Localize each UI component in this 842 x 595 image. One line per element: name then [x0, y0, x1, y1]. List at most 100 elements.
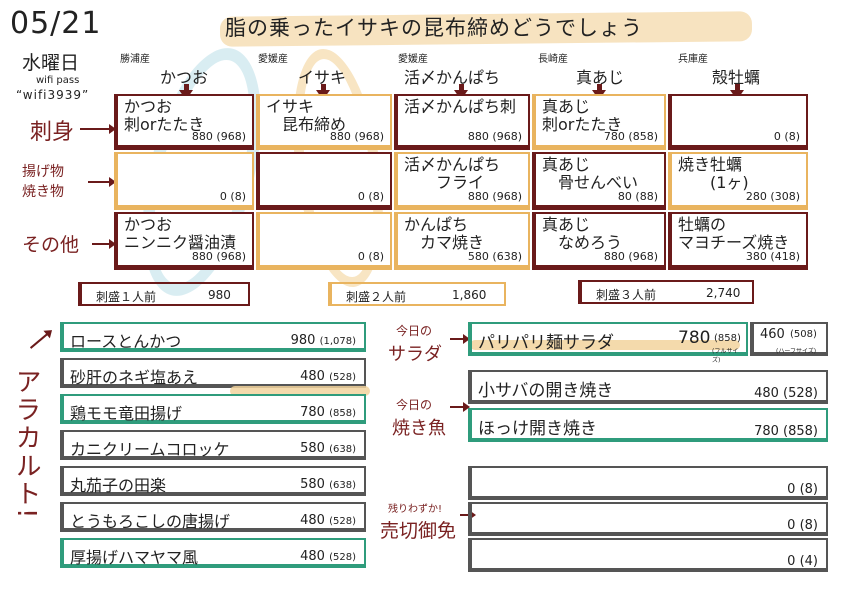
item-name: かつお ニンニク醤油漬	[124, 215, 237, 252]
item-price: 460	[760, 327, 785, 342]
menu-cell: 真あじ なめろう 880 (968)	[532, 212, 666, 270]
item-name: カニクリームコロッケ	[70, 440, 230, 459]
item-name: 焼き牡蠣 (1ヶ)	[678, 155, 749, 192]
item-name: 鶏モモ竜田揚げ	[70, 404, 183, 423]
item-name: パリパリ麺サラダ	[478, 333, 614, 353]
item-price: 0 (8)	[357, 250, 384, 263]
item-price: 480	[300, 549, 325, 564]
item-name: とうもろこしの唐揚げ	[70, 512, 231, 531]
fish-name: 殻牡蠣	[712, 68, 761, 87]
right-arrow-icon	[88, 177, 116, 187]
menu-cell: 0 (8)	[256, 152, 392, 210]
item-price: 780 (858)	[754, 424, 818, 439]
sold-out-item: 0 (8)	[468, 502, 828, 536]
item-price: 880 (968)	[467, 130, 522, 143]
origin-label: 勝浦産	[120, 54, 150, 65]
item-price: 0 (8)	[787, 518, 818, 533]
menu-cell: 真あじ 骨せんべい 80 (88)	[532, 152, 666, 210]
item-price: 880 (968)	[467, 190, 522, 203]
menu-cell: 0 (8)	[668, 94, 808, 150]
moriawase-price: 2,740	[706, 286, 741, 300]
item-price: 980	[290, 333, 316, 348]
alacarte-item: 鶏モモ竜田揚げ 780 (858)	[60, 394, 366, 424]
day-of-week: 水曜日	[22, 52, 80, 74]
brush-decoration	[470, 340, 740, 350]
item-name: 真あじ 刺orたたき	[542, 97, 623, 134]
alacarte-item: とうもろこしの唐揚げ 480 (528)	[60, 502, 366, 532]
item-price: 780	[300, 405, 325, 420]
salad-label: サラダ	[388, 344, 442, 365]
alacarte-item: カニクリームコロッケ 580 (638)	[60, 430, 366, 460]
item-price: 480 (528)	[754, 386, 818, 401]
row-label-other: その他	[22, 234, 80, 256]
item-tax-price: (638)	[329, 444, 356, 455]
moriawase-label: 刺盛３人前	[596, 288, 657, 302]
item-price: 780 (858)	[603, 130, 658, 143]
menu-cell: 真あじ 刺orたたき 780 (858)	[532, 94, 666, 150]
item-name: イサキ 昆布締め	[266, 97, 347, 134]
item-name: 砂肝のネギ塩あえ	[70, 368, 199, 387]
item-name: かんぱち カマ焼き	[404, 215, 485, 252]
item-tax-price: (528)	[329, 516, 356, 527]
sold-out-label: 売切御免	[380, 520, 457, 542]
origin-label: 愛媛産	[258, 54, 288, 65]
fish-name: イサキ	[298, 68, 347, 87]
item-price: 0 (8)	[787, 482, 818, 497]
item-price: 0 (8)	[219, 190, 246, 203]
menu-cell: 活〆かんぱち フライ 880 (968)	[394, 152, 530, 210]
curved-arrow-icon	[29, 333, 49, 349]
alacarte-item: 砂肝のネギ塩あえ 480 (528)	[60, 358, 366, 388]
row-label-fried-grilled: 揚げ物 焼き物	[22, 164, 64, 200]
item-price: 780	[678, 328, 711, 348]
size-note: (ハーフサイズ)	[776, 348, 817, 355]
page-title: 脂の乗ったイサキの昆布締めどうでしょう	[225, 16, 643, 40]
grilled-fish-item: ほっけ開き焼き 780 (858)	[468, 408, 828, 442]
sold-out-item: 0 (8)	[468, 466, 828, 500]
down-arrow-icon	[597, 84, 602, 91]
right-arrow-icon	[460, 510, 476, 520]
sold-out-label-top: 残りわずか!	[388, 504, 443, 515]
item-tax-price: (528)	[329, 372, 356, 383]
item-name: 活〆かんぱち刺	[404, 97, 517, 116]
item-name: かつお 刺orたたき	[124, 97, 205, 134]
grilled-fish-label-top: 今日の	[396, 398, 433, 412]
right-arrow-icon	[92, 239, 116, 249]
item-price: 880 (968)	[603, 250, 658, 263]
grilled-fish-item: 小サバの開き焼き 480 (528)	[468, 370, 828, 404]
item-tax-price: (1,078)	[319, 336, 356, 347]
item-price: 280 (308)	[745, 190, 800, 203]
item-price: 480	[300, 369, 325, 384]
row-label-sashimi: 刺身	[30, 120, 75, 145]
origin-label: 愛媛産	[398, 54, 428, 65]
salad-label-top: 今日の	[396, 324, 433, 338]
right-arrow-icon	[450, 402, 470, 412]
down-arrow-icon	[459, 84, 464, 91]
item-name: ロースとんかつ	[70, 332, 182, 351]
alacarte-label: アラカルト!	[11, 368, 41, 521]
fish-name: 活〆かんぱち	[404, 68, 501, 87]
size-note: (フルサイズ)	[712, 348, 739, 364]
item-price: 0 (4)	[787, 554, 818, 569]
item-name: 牡蠣の マヨチーズ焼き	[678, 215, 790, 252]
alacarte-item: 厚揚げハマヤマ風 480 (528)	[60, 538, 366, 568]
right-arrow-icon	[80, 124, 116, 134]
origin-label: 長崎産	[538, 54, 568, 65]
right-arrow-icon	[450, 334, 470, 344]
item-price: 0 (8)	[773, 130, 800, 143]
moriawase-label: 刺盛２人前	[346, 290, 407, 304]
menu-cell: かつお ニンニク醤油漬 880 (968)	[114, 212, 254, 270]
item-name: 真あじ なめろう	[542, 215, 623, 252]
grilled-fish-label: 焼き魚	[392, 418, 446, 439]
item-price: 380 (418)	[745, 250, 800, 263]
item-name: ほっけ開き焼き	[478, 419, 597, 439]
item-name: 小サバの開き焼き	[478, 381, 614, 401]
item-tax-price: (508)	[790, 329, 817, 340]
item-tax-price: (638)	[329, 480, 356, 491]
menu-cell: イサキ 昆布締め 880 (968)	[256, 94, 392, 150]
moriawase-box: 刺盛１人前 980	[78, 282, 250, 306]
item-price: 0 (8)	[357, 190, 384, 203]
alacarte-item: ロースとんかつ 980 (1,078)	[60, 322, 366, 352]
origin-label: 兵庫産	[678, 54, 708, 65]
item-name: 真あじ 骨せんべい	[542, 155, 639, 192]
menu-cell: 0 (8)	[256, 212, 392, 270]
